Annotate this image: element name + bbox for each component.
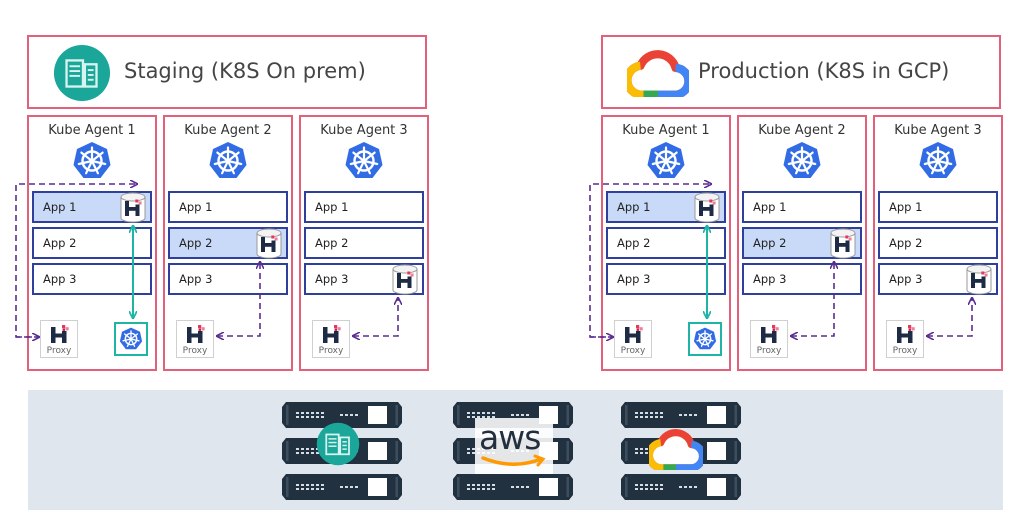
server-rack [621, 402, 741, 428]
app-label: App 2 [179, 236, 213, 250]
app-label: App 3 [315, 272, 349, 286]
app-label: App 2 [315, 236, 349, 250]
environment-title: Production (K8S in GCP) [698, 59, 950, 83]
proxy-node[interactable]: Proxy [614, 320, 652, 358]
app-label: App 3 [889, 272, 923, 286]
app-label: App 3 [179, 272, 213, 286]
server-rack [453, 474, 573, 500]
agent2-proxy-db-link [217, 262, 260, 336]
app-label: App 1 [753, 200, 787, 214]
app-label: App 1 [315, 200, 349, 214]
kube-agent-label: Kube Agent 1 [48, 123, 136, 138]
app-1-row[interactable]: App 1 [878, 191, 998, 223]
proxy-node[interactable]: Proxy [750, 320, 788, 358]
production-header: Production (K8S in GCP) [601, 35, 1001, 109]
app-1-row[interactable]: App 1 [742, 191, 862, 223]
staging-header: Staging (K8S On prem) [27, 35, 427, 109]
app-1-row[interactable]: App 1 [304, 191, 424, 223]
app-label: App 2 [617, 236, 651, 250]
aws-logo-icon: aws [475, 418, 553, 474]
proxy-node[interactable]: Proxy [886, 320, 924, 358]
app-label: App 2 [43, 236, 77, 250]
app-label: App 1 [43, 200, 77, 214]
proxy-to-app1-arrow [589, 184, 711, 338]
app-label: App 1 [889, 200, 923, 214]
proxy-label: Proxy [892, 346, 918, 356]
app-label: App 3 [617, 272, 651, 286]
kube-agent-label: Kube Agent 1 [622, 123, 710, 138]
app-1-row[interactable]: App 1 [168, 191, 288, 223]
app-label: App 2 [753, 236, 787, 250]
proxy-node[interactable]: Proxy [176, 320, 214, 358]
proxy-label: Proxy [620, 346, 646, 356]
app-label: App 2 [889, 236, 923, 250]
app-2-row[interactable]: App 2 [878, 227, 998, 259]
kube-agent-label: Kube Agent 3 [320, 123, 408, 138]
app-label: App 1 [617, 200, 651, 214]
proxy-label: Proxy [182, 346, 208, 356]
agent3-proxy-db-link [927, 298, 972, 336]
kubernetes-controller-icon [688, 322, 722, 356]
agent3-proxy-db-link [353, 298, 398, 336]
google-cloud-icon [649, 428, 703, 470]
environment-title: Staging (K8S On prem) [124, 59, 366, 83]
aws-logo-text: aws [479, 418, 541, 457]
datacenter-icon [316, 422, 360, 466]
proxy-label: Proxy [46, 346, 72, 356]
app-label: App 3 [43, 272, 77, 286]
kube-agent-label: Kube Agent 3 [894, 123, 982, 138]
app-label: App 3 [753, 272, 787, 286]
proxy-node[interactable]: Proxy [40, 320, 78, 358]
kube-agent-label: Kube Agent 2 [758, 123, 846, 138]
proxy-label: Proxy [756, 346, 782, 356]
proxy-node[interactable]: Proxy [312, 320, 350, 358]
app-label: App 1 [179, 200, 213, 214]
kube-agent-label: Kube Agent 2 [184, 123, 272, 138]
proxy-label: Proxy [318, 346, 344, 356]
app-2-row[interactable]: App 2 [304, 227, 424, 259]
server-rack [621, 474, 741, 500]
proxy-to-app1-arrow [15, 184, 137, 338]
agent2-proxy-db-link [791, 262, 834, 336]
server-rack [282, 474, 402, 500]
kubernetes-controller-icon [114, 322, 148, 356]
